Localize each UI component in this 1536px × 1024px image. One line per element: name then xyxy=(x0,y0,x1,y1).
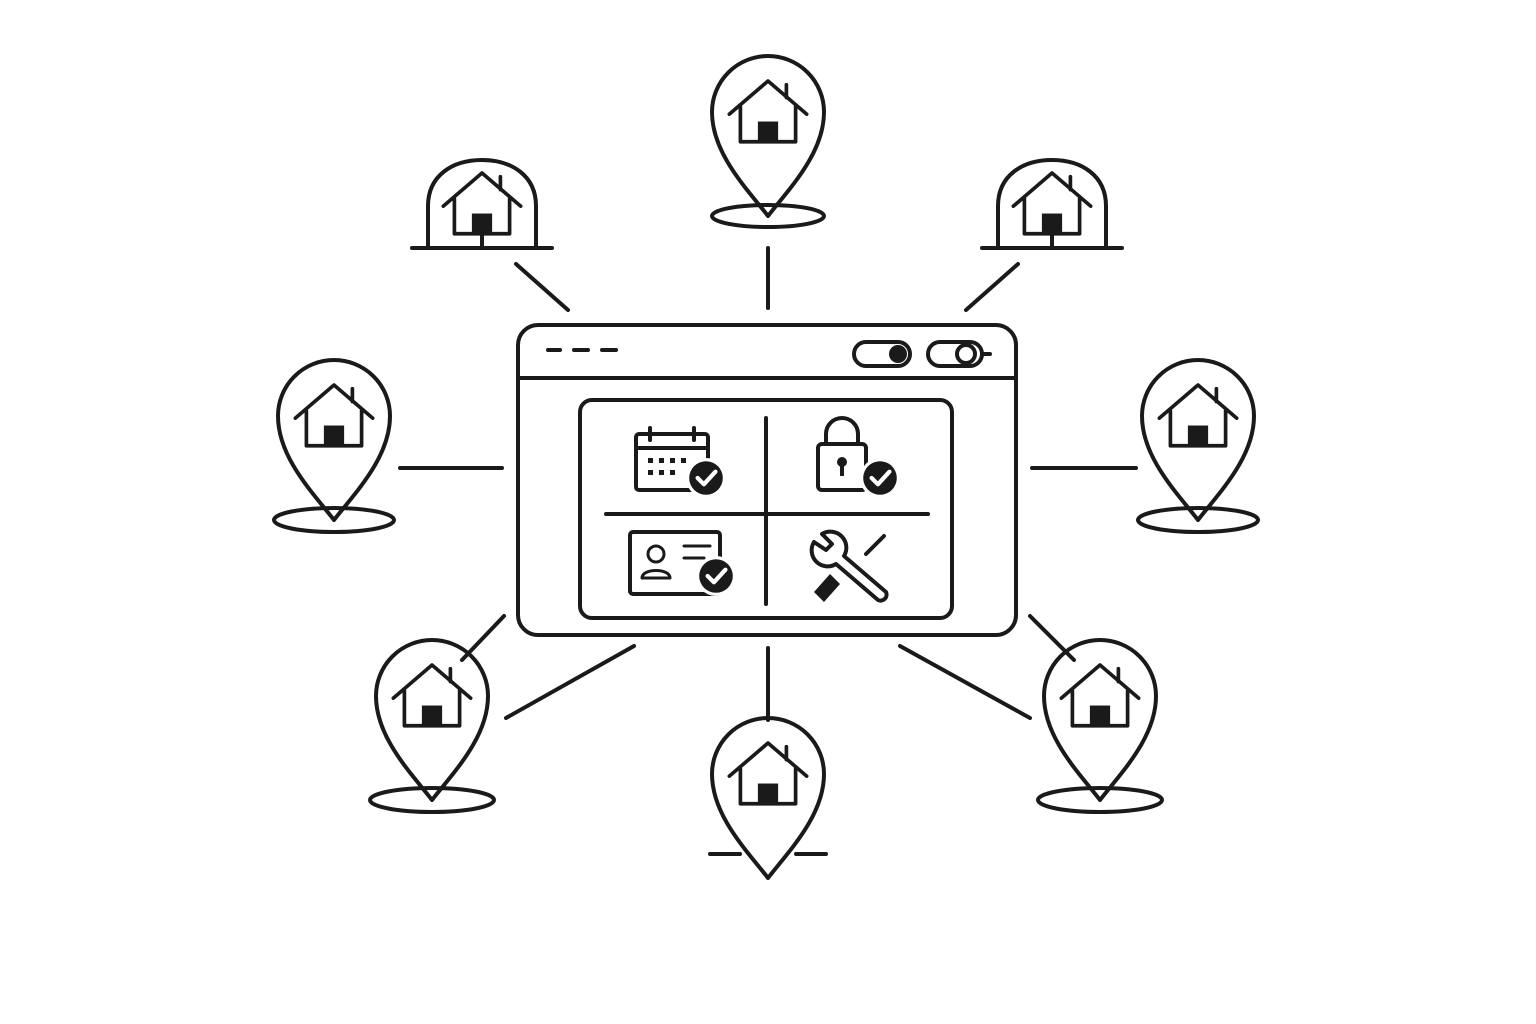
connector-bottom-right-b xyxy=(898,644,1032,720)
browser-window-icon xyxy=(516,323,1018,637)
connector-top-left xyxy=(514,262,570,312)
toggle-icon xyxy=(926,340,992,368)
connector-bottom-left-b xyxy=(504,644,636,720)
connector-top-right xyxy=(964,262,1020,312)
house-pin-icon xyxy=(1036,640,1164,814)
connector-bottom-right-a xyxy=(1028,614,1076,662)
house-dome-icon xyxy=(410,158,554,250)
house-pin-icon xyxy=(272,360,396,534)
dashboard-panel xyxy=(578,398,954,620)
lock-check-icon xyxy=(816,416,900,498)
house-pin-icon xyxy=(1136,360,1260,534)
house-pin-icon xyxy=(708,718,828,878)
house-pin-icon xyxy=(710,56,826,229)
toggle-icon xyxy=(852,340,912,368)
house-dome-icon xyxy=(980,158,1124,250)
wrench-screwdriver-icon xyxy=(809,529,889,603)
calendar-check-icon xyxy=(634,426,726,498)
connector-lines xyxy=(398,246,1138,722)
house-pin-icon xyxy=(368,640,496,814)
id-card-check-icon xyxy=(628,530,736,596)
